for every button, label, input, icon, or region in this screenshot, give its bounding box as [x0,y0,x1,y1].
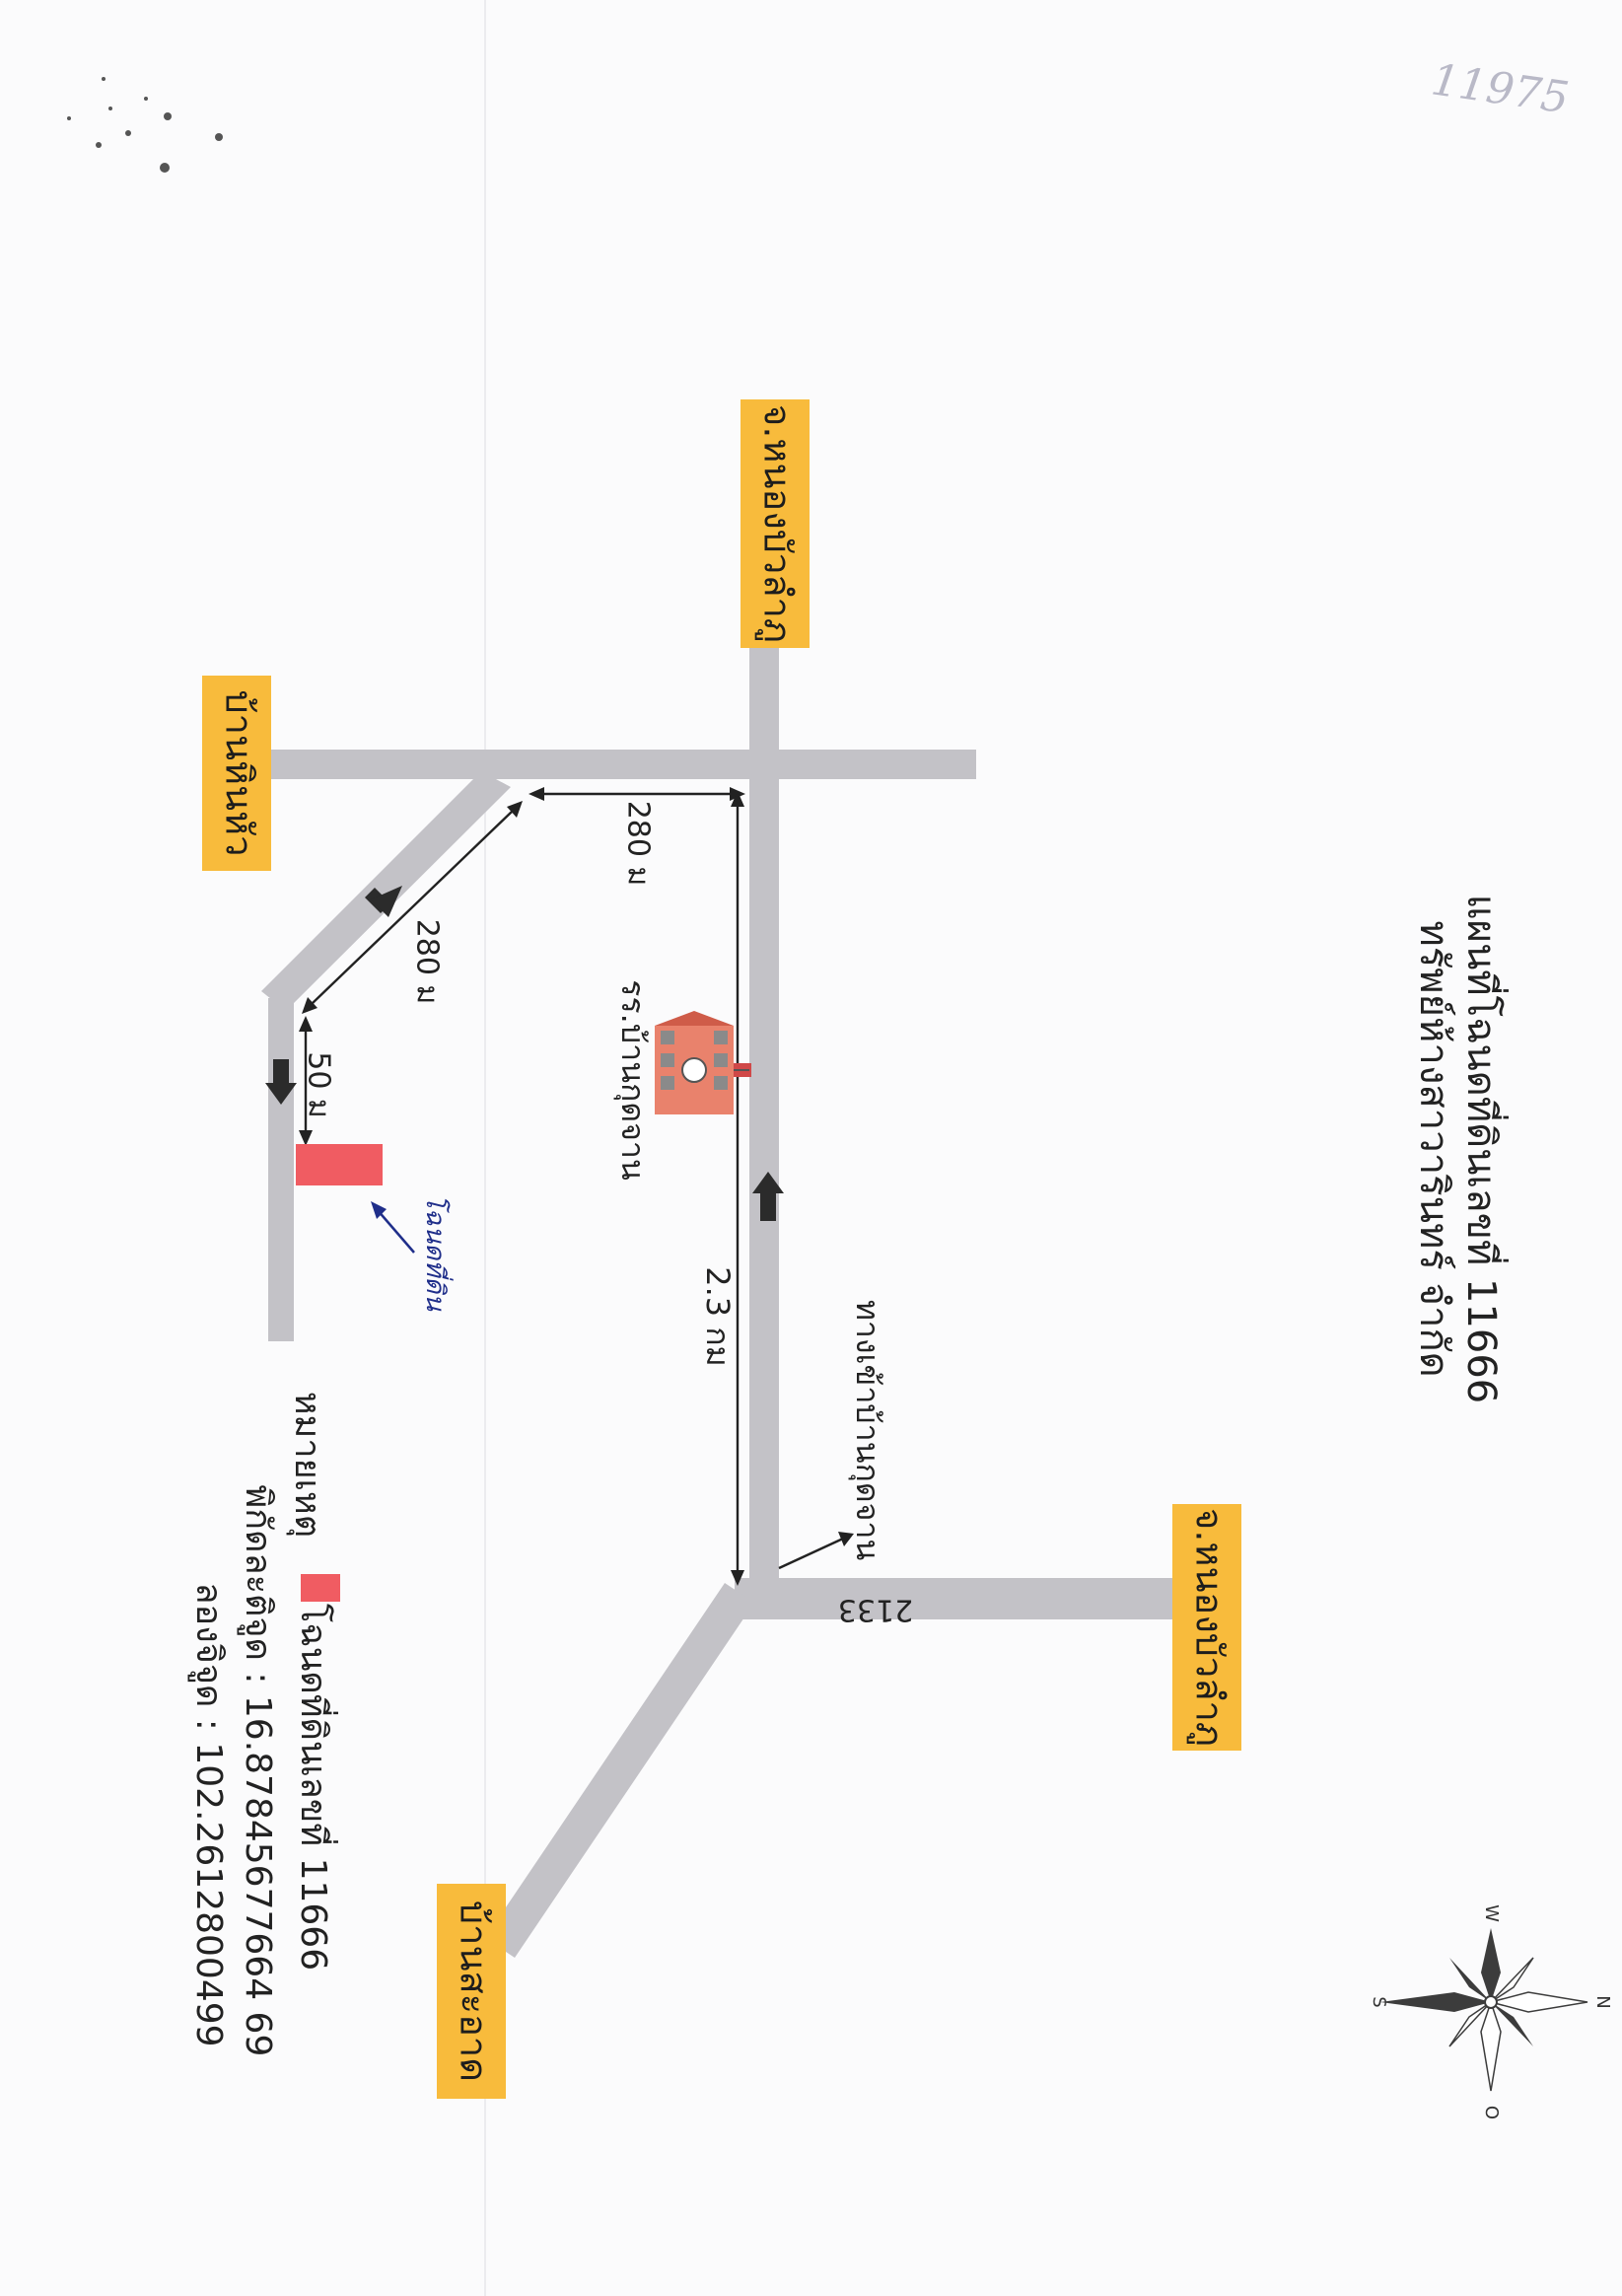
map-title-line1: แผนที่โฉนดที่ดินเลขที่ 11666 [1458,895,1509,1404]
compass-rose: N S W O [1369,1904,1613,2119]
legend-coords-label: พิกัด [238,1485,278,1553]
junction-pointer [778,1532,854,1570]
map-title-line2: ทรัพย์ห้างสาวารินทร์ จำกัด [1411,920,1456,1377]
sign-nong-bua-lam-phu-top: จ.หนองบัวลำภู [740,399,810,648]
distance-label-short: 50 ม [302,1051,336,1118]
scan-pencil-mark: 11975 [1428,54,1572,123]
road-top-horizontal [266,750,976,779]
dimension-main: 2.3 กม [699,791,744,1586]
sign-label: จ.หนองบัวลำภู [755,404,800,643]
road-lower-vertical [268,998,294,1341]
sign-ban-sa-at: บ้านสะอาด [437,1884,506,2099]
direction-arrow-lower [265,1059,297,1105]
distance-label-top: 280 ม [621,801,656,887]
school-icon [655,1011,751,1114]
legend-plot-swatch [301,1574,340,1602]
land-plot-marker [296,1144,383,1185]
compass-o: O [1481,2106,1502,2119]
legend: หมายเหตุ โฉนดที่ดินเลขที่ 11666 พิกัด ละ… [187,1392,340,2056]
direction-arrow-main [752,1172,784,1221]
scan-speckles [67,77,223,173]
legend-longitude: ลองจิจูด : 102.2612800499 [187,1582,229,2046]
junction-label: ทางเข้าบ้านกุดจาน [848,1300,886,1561]
legend-latitude: ละติจูด : 16.87845677664 69 [237,1553,278,2057]
road-2133 [735,1578,1173,1619]
distance-label-main: 2.3 กม [699,1266,737,1367]
sign-label: บ้านสะอาด [453,1901,496,2082]
road-number-label: 2133 [838,1593,913,1627]
direction-arrow-diagonal [365,886,402,917]
road-diagonal [261,771,511,1011]
handwritten-annotation: โฉนดที่ดิน [371,1194,454,1312]
road-main-vertical [749,646,779,1583]
distance-label-diagonal: 280 ม [410,919,445,1005]
legend-heading: หมายเหตุ [286,1392,327,1538]
dimension-diagonal: 280 ม [302,801,523,1014]
compass-n: N [1592,1995,1613,2008]
compass-s: S [1369,1996,1389,2007]
handwritten-note: โฉนดที่ดิน [420,1194,454,1312]
dimension-short: 50 ม [299,1016,336,1146]
compass-w: W [1481,1904,1502,1922]
dimension-top: 280 ม [529,787,745,886]
roads [261,646,1173,1958]
road-to-ban-sa-at [485,1583,754,1958]
sign-label: บ้านหินหัว [218,690,261,857]
sign-nong-bua-lam-phu-right: จ.หนองบัวลำภู [1172,1504,1241,1751]
sign-label: จ.หนองบัวลำภู [1187,1508,1232,1747]
legend-plot-label: โฉนดที่ดินเลขที่ 11666 [293,1604,338,1971]
sign-ban-hin-hua: บ้านหินหัว [202,676,271,871]
school-label: รร.บ้านกุดจาน [613,979,652,1181]
